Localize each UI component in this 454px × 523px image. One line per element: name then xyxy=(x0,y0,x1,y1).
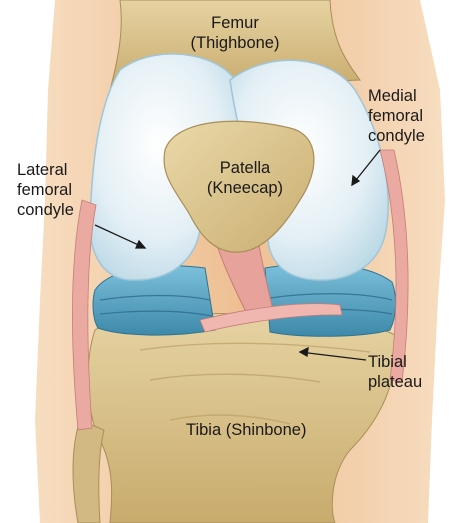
label-patella: Patella (Kneecap) xyxy=(190,158,300,198)
label-femur: Femur (Thighbone) xyxy=(175,13,295,53)
label-tibia: Tibia (Shinbone) xyxy=(186,420,346,440)
label-lateral-femoral-condyle: Lateral femoral condyle xyxy=(17,160,97,220)
label-tibial-plateau: Tibial plateau xyxy=(368,352,448,392)
label-medial-femoral-condyle: Medial femoral condyle xyxy=(368,86,448,146)
fibula xyxy=(73,420,104,523)
